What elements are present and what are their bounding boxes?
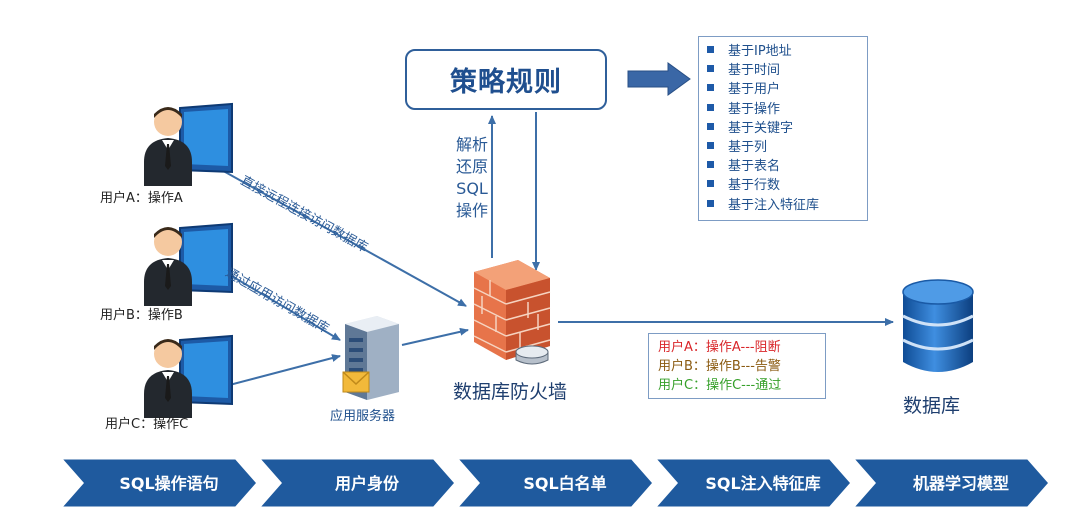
parse-line: 还原 — [455, 157, 488, 176]
policy-title: 策略规则 — [450, 67, 562, 98]
rules-list-box: 基于IP地址基于时间基于用户基于操作基于关键字基于列基于表名基于行数基于注入特征… — [698, 36, 868, 221]
process-step — [256, 458, 458, 508]
result-action: 通过 — [755, 378, 782, 393]
app-to-firewall-arrow — [401, 327, 469, 346]
result-line: 用户C：操作C---通过 — [658, 376, 825, 395]
rule-label: 基于关键字 — [728, 120, 794, 136]
user-b[interactable]: 用户B：操作B — [100, 220, 240, 330]
rule-item: 基于表名 — [707, 157, 867, 176]
rule-label: 基于表名 — [728, 159, 781, 175]
parse-line: 操作 — [455, 201, 488, 220]
bullet-square-icon — [707, 103, 714, 111]
rule-label: 基于列 — [728, 140, 768, 156]
user-b-to-app-arrow — [217, 267, 341, 341]
process-step-label: SQL白名单 — [523, 474, 606, 493]
process-bar: SQL操作语句 用户身份 SQL白名单 SQL注入特征库 机器学习模型 — [58, 458, 1052, 508]
user-c-to-app-arrow — [217, 354, 341, 389]
process-step-label: 用户身份 — [335, 474, 400, 493]
user-computer-icon — [144, 222, 233, 306]
rule-item: 基于行数 — [707, 176, 867, 195]
bullet-square-icon — [707, 161, 714, 169]
result-line: 用户B：操作B---告警 — [658, 357, 825, 376]
app-server-label: 应用服务器 — [330, 409, 396, 424]
policy-to-rules-arrow — [627, 62, 691, 96]
user-computer-icon — [144, 102, 233, 186]
parse-line: 解析 — [455, 135, 488, 154]
result-sep: --- — [740, 359, 755, 374]
result-sep: --- — [740, 340, 755, 355]
bullet-square-icon — [707, 65, 714, 73]
database-label: 数据库 — [903, 395, 961, 417]
bullet-square-icon — [707, 180, 714, 188]
rule-label: 基于用户 — [728, 82, 781, 98]
rule-item: 基于操作 — [707, 100, 867, 119]
rule-label: 基于时间 — [728, 63, 781, 79]
process-step — [850, 458, 1052, 508]
bullet-square-icon — [707, 122, 714, 130]
process-step — [652, 458, 854, 508]
parse-line: SQL — [456, 179, 488, 198]
rule-item: 基于列 — [707, 138, 867, 157]
rule-label: 基于行数 — [728, 178, 781, 194]
user-c[interactable]: 用户C：操作C — [105, 332, 240, 442]
result-user: 用户B：操作B — [658, 359, 741, 374]
database-icon[interactable] — [899, 278, 977, 376]
user-a[interactable]: 用户A：操作A — [100, 100, 240, 210]
rule-label: 基于操作 — [728, 101, 781, 117]
rules-list: 基于IP地址基于时间基于用户基于操作基于关键字基于列基于表名基于行数基于注入特征… — [707, 42, 867, 215]
result-action: 阻断 — [754, 340, 781, 355]
rule-item: 基于用户 — [707, 80, 867, 99]
bullet-square-icon — [707, 46, 714, 53]
bullet-square-icon — [707, 84, 714, 92]
rule-label: 基于注入特征库 — [728, 197, 820, 213]
rule-item: 基于时间 — [707, 61, 867, 80]
user-c-label: 用户C：操作C — [105, 417, 189, 432]
result-user: 用户C：操作C — [658, 378, 742, 393]
bullet-square-icon — [707, 142, 714, 150]
firewall-icon[interactable] — [468, 258, 558, 368]
user-computer-icon — [144, 334, 233, 418]
connector-layer — [217, 62, 894, 389]
direct-access-arrow — [217, 167, 467, 307]
rule-item: 基于IP地址 — [707, 42, 867, 61]
process-step-label: 机器学习模型 — [913, 474, 1009, 493]
bullet-square-icon — [707, 199, 714, 207]
parse-sql-label: 解析 还原 SQL 操作 — [447, 134, 497, 222]
result-line: 用户A：操作A---阻断 — [658, 338, 825, 357]
user-a-label: 用户A：操作A — [100, 191, 183, 206]
result-user: 用户A：操作A — [658, 340, 741, 355]
process-step — [454, 458, 656, 508]
process-step-label: SQL操作语句 — [119, 474, 218, 493]
process-step — [58, 458, 260, 508]
process-step-label: SQL注入特征库 — [705, 474, 820, 493]
result-sep: --- — [741, 378, 756, 393]
user-b-label: 用户B：操作B — [100, 308, 183, 323]
rule-item: 基于注入特征库 — [707, 196, 867, 215]
rule-item: 基于关键字 — [707, 119, 867, 138]
policy-rules-box[interactable]: 策略规则 — [405, 49, 607, 110]
firewall-label: 数据库防火墙 — [453, 381, 568, 403]
result-box: 用户A：操作A---阻断 用户B：操作B---告警 用户C：操作C---通过 — [648, 333, 826, 399]
result-action: 告警 — [754, 359, 781, 374]
rule-label: 基于IP地址 — [728, 44, 792, 59]
app-server-icon[interactable] — [337, 314, 405, 402]
